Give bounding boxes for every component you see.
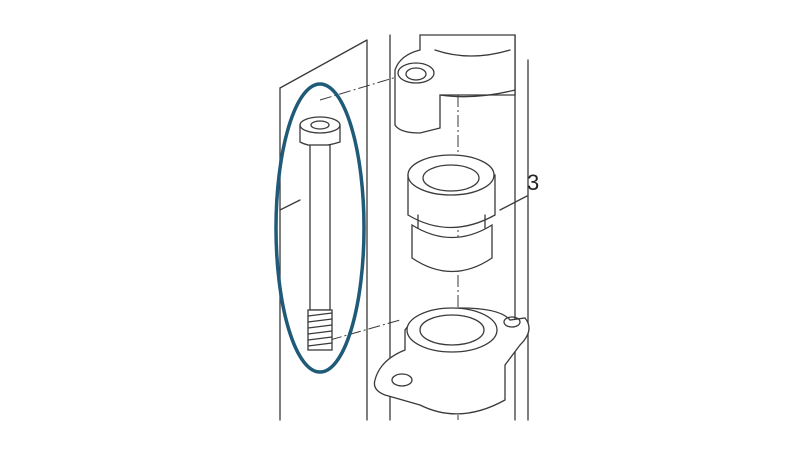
panel-outline (279, 34, 529, 421)
upper-housing (394, 34, 516, 134)
callout-leader: 3 (499, 170, 539, 211)
callout-label: 3 (527, 170, 539, 195)
bushing (407, 154, 496, 273)
lower-flange-housing (373, 307, 530, 415)
shoulder-bolt (299, 116, 341, 351)
highlight-ellipse (274, 82, 366, 374)
